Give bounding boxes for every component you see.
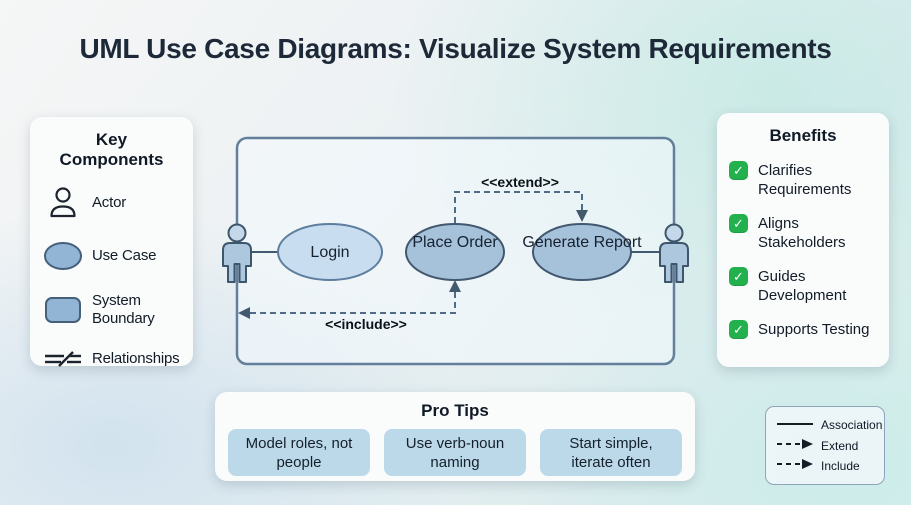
benefit-label: Supports Testing [758,321,870,338]
checkmark-icon: ✓ [729,320,748,339]
actor-icon [42,186,84,220]
solid-line-icon [776,416,814,434]
actor-left-icon [222,223,252,283]
pro-tips-panel: Pro Tips Model roles, not people Use ver… [215,392,695,481]
use-case-diagram [222,136,689,366]
include-arrow [247,292,456,314]
pro-tip-chip: Use verb-noun naming [384,429,526,476]
benefits-panel: Benefits ✓ Clarifies Requirements ✓ Alig… [717,113,889,367]
use-case-ellipse-generate-report [532,223,632,281]
list-item: Relationships [42,349,181,369]
list-item: Use Case [42,241,181,271]
checkmark-icon: ✓ [729,214,748,233]
key-component-label: System Boundary [92,292,155,327]
system-boundary-icon [42,296,84,324]
include-arrowhead-up-icon [449,280,461,292]
actor-right-icon [659,223,689,283]
legend-label: Extend [821,438,859,453]
key-component-label: Relationships [92,350,180,367]
include-arrowhead-left-icon [238,307,250,319]
use-case-ellipse-place-order [405,223,505,281]
benefit-label: Clarifies Requirements [758,162,852,198]
page-title: UML Use Case Diagrams: Visualize System … [79,33,832,64]
relationships-icon [42,349,84,369]
pro-tip-chip: Start simple, iterate often [540,429,682,476]
benefits-title: Benefits [769,126,837,145]
legend-label: Association [821,418,883,432]
use-case-icon [42,241,84,271]
dashed-arrow-icon [776,457,814,475]
list-item: ✓ Guides Development [729,267,877,305]
pro-tip-chip: Model roles, not people [228,429,370,476]
key-component-label: Use Case [92,247,157,264]
benefit-label: Guides Development [758,268,847,304]
key-component-label: Actor [92,194,127,211]
legend-label: Include [821,459,860,473]
list-item: Actor [42,186,181,220]
legend-row: Association [776,416,882,434]
list-item: System Boundary [42,292,181,328]
checkmark-icon: ✓ [729,267,748,286]
list-item: ✓ Aligns Stakeholders [729,214,877,252]
checkmark-icon: ✓ [729,161,748,180]
list-item: ✓ Clarifies Requirements [729,161,877,199]
legend-row: Include [776,457,874,475]
legend-box: Association Extend Include [765,406,885,485]
pro-tips-title: Pro Tips [421,401,489,420]
legend-row: Extend [776,437,874,455]
extend-arrowhead-icon [576,210,588,222]
list-item: ✓ Supports Testing [729,320,877,339]
use-case-ellipse-login [277,223,383,281]
benefit-label: Aligns Stakeholders [758,215,846,251]
key-components-title: Key Components [59,130,164,169]
extend-arrow [454,191,583,223]
key-components-panel: Key Components Actor Use Case [30,117,193,369]
dashed-arrow-icon [776,437,814,455]
